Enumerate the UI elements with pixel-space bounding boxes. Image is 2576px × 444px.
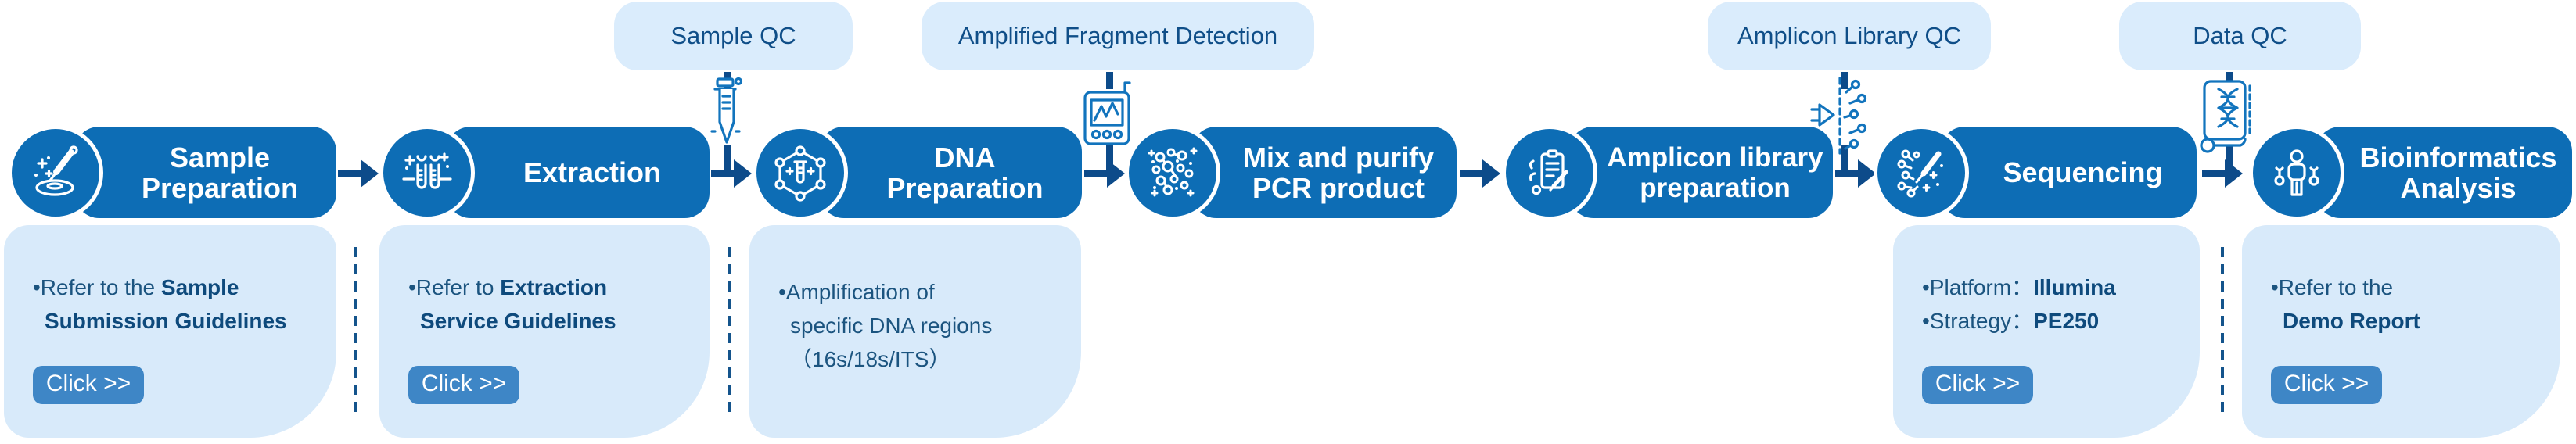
stage-pill-extraction — [446, 127, 710, 218]
info-text: •Refer to the Demo Report — [2271, 275, 2420, 333]
connector-line — [1841, 72, 1848, 89]
connector-line — [1106, 72, 1113, 89]
qc-bubble-label: Sample QC — [670, 22, 796, 49]
stage-circle-bioinformatics-analysis — [2249, 125, 2344, 220]
stage-pill-mix-and-purify — [1191, 127, 1457, 218]
connector-line — [2226, 145, 2233, 174]
stage-circle-extraction — [379, 125, 475, 220]
info-text: •Amplification of specific DNA regions （… — [778, 280, 993, 371]
connector-line — [724, 145, 731, 174]
fragment-analyzer-icon — [1809, 77, 1881, 155]
dna-scroll-icon — [2195, 77, 2261, 155]
info-text: •Platform：Illumina •Strategy：PE250 — [1922, 275, 2116, 333]
qc-bubble-label: Amplicon Library QC — [1737, 22, 1961, 49]
demo-report-button[interactable]: Click >> — [2271, 366, 2382, 404]
flow-arrow-icon — [711, 158, 752, 189]
dashed-divider — [2221, 247, 2224, 417]
stage-label: Extraction — [523, 156, 662, 188]
sequencing-details-button[interactable]: Click >> — [1922, 366, 2033, 404]
stage-circle-amplicon-library-preparation — [1502, 125, 1597, 220]
dna-fragments-pipette-icon — [1892, 144, 1950, 202]
connector-line — [1841, 145, 1848, 174]
dna-hexagon-tube-icon — [771, 144, 829, 202]
test-tubes-icon — [398, 144, 456, 202]
stage-circle-dna-preparation — [753, 125, 848, 220]
clipboard-pencil-icon — [1521, 144, 1579, 202]
stage-circle-mix-and-purify — [1125, 125, 1220, 220]
stage-pill-sample-preparation — [74, 127, 336, 218]
conical-tube-icon — [709, 77, 745, 150]
petri-dish-dropper-icon — [27, 144, 84, 202]
stage-circle-sample-preparation — [8, 125, 103, 220]
qc-bubble-data-qc: Data QC — [2119, 2, 2361, 70]
stage-pill-sequencing — [1940, 127, 2197, 218]
flow-arrow-icon — [1084, 158, 1125, 189]
stage-pill-dna-preparation — [819, 127, 1082, 218]
stage-circle-sequencing — [1874, 125, 1969, 220]
extraction-service-guidelines-button[interactable]: Click >> — [408, 366, 519, 404]
flow-arrow-icon — [2202, 158, 2243, 189]
dashed-divider — [728, 247, 731, 417]
connector-line — [1106, 145, 1113, 174]
info-text: •Refer to Extraction Service Guidelines — [408, 275, 616, 333]
info-box-dna-preparation — [749, 225, 1081, 438]
mixed-particles-icon — [1144, 144, 1202, 202]
qc-bubble-label: Data QC — [2193, 22, 2287, 49]
qc-bubble-sample-qc: Sample QC — [614, 2, 853, 70]
stage-label: Sequencing — [2003, 156, 2163, 188]
qc-bubble-label: Amplified Fragment Detection — [957, 22, 1278, 49]
qc-bubble-amplified-fragment-detection: Amplified Fragment Detection — [922, 2, 1314, 70]
stage-pill-amplicon-library-preparation — [1568, 127, 1833, 218]
stage-pill-bioinformatics-analysis — [2316, 127, 2572, 218]
qc-bubble-amplicon-library-qc: Amplicon Library QC — [1708, 2, 1991, 70]
pcr-detector-icon — [1080, 80, 1138, 149]
dashed-divider — [354, 247, 357, 417]
sample-submission-guidelines-button[interactable]: Click >> — [33, 366, 144, 404]
info-text: •Refer to the Sample Submission Guidelin… — [33, 275, 287, 333]
flow-arrow-icon — [338, 158, 379, 189]
flow-arrow-icon — [1835, 158, 1876, 189]
flow-arrow-icon — [1460, 158, 1500, 189]
analyst-person-icon — [2268, 144, 2326, 202]
